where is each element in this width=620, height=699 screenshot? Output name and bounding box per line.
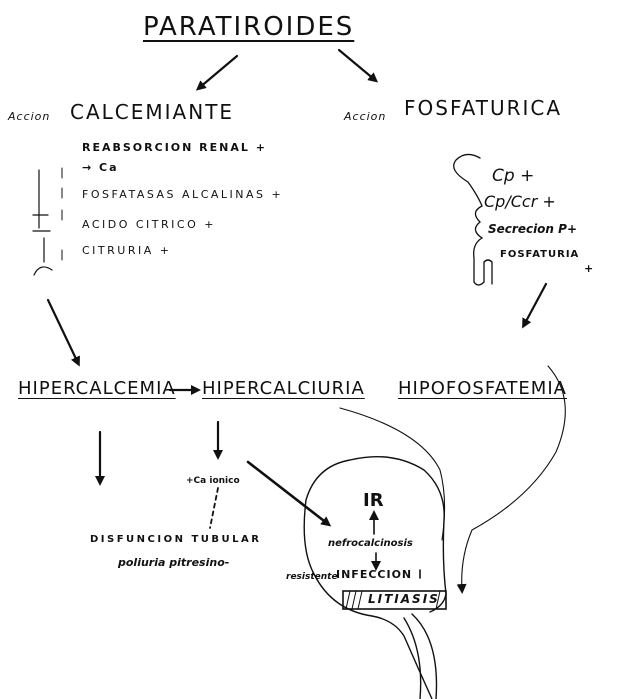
item-cp: Cp + [492,166,535,186]
resistente-label: resistente [286,572,338,582]
dashed-to-disfuncion [209,487,219,529]
item-cp-ccr: Cp/Ccr + [484,192,556,211]
curve-to-litiasis [339,407,446,541]
litiasis-label: LITIASIS [368,592,440,606]
litiasis-hatch [345,590,441,610]
calcemiante-heading: CALCEMIANTE [70,100,235,124]
arrow-title-to-calcemiante [195,54,239,91]
curve-from-right [456,365,566,594]
hipofosfatemia-label: HIPOFOSFATEMIA [398,378,567,399]
bracket-left [32,169,53,276]
item-secrecion: Secrecion P+ [488,222,577,236]
item-fosfaturia: FOSFATURIA [500,249,580,260]
accion-prefix-left: Accion [8,110,51,123]
nefrocalcinosis-label: nefrocalcinosis [328,538,413,549]
item-ca: → Ca [82,161,119,174]
arrow-to-hipofosfatemia-col [522,282,548,329]
hipercalcemia-label: HIPERCALCEMIA [18,378,176,399]
ir-label: IR [363,490,384,511]
accion-prefix-right: Accion [344,110,387,123]
item-reabsorcion: REABSORCION RENAL + [82,141,267,154]
item-acido-citrico: ACIDO CITRICO + [82,218,216,231]
poliuria-label: poliuria pitresino- [118,556,230,569]
litiasis-box [342,590,447,610]
disfuncion-tubular-label: DISFUNCION TUBULAR [90,534,262,545]
diagram-title: PARATIROIDES [143,12,355,42]
ca-ionico-label: +Ca ionico [186,476,240,486]
item-fosfatasas: FOSFATASAS ALCALINAS + [82,188,284,201]
ureter [403,613,438,699]
fosfaturica-heading: FOSFATURICA [404,96,563,120]
nephron-drawing [453,153,493,286]
item-citruria: CITRURIA + [82,244,172,257]
arrow-to-nefrocalcinosis [246,460,332,527]
hipercalciuria-label: HIPERCALCIURIA [202,378,365,399]
arrow-title-to-fosfaturica [337,48,379,83]
arrow-to-hipercalcemia [46,298,80,367]
infeccion-label: INFECCION [336,568,413,581]
item-fosfaturia-plus: + [584,262,594,275]
